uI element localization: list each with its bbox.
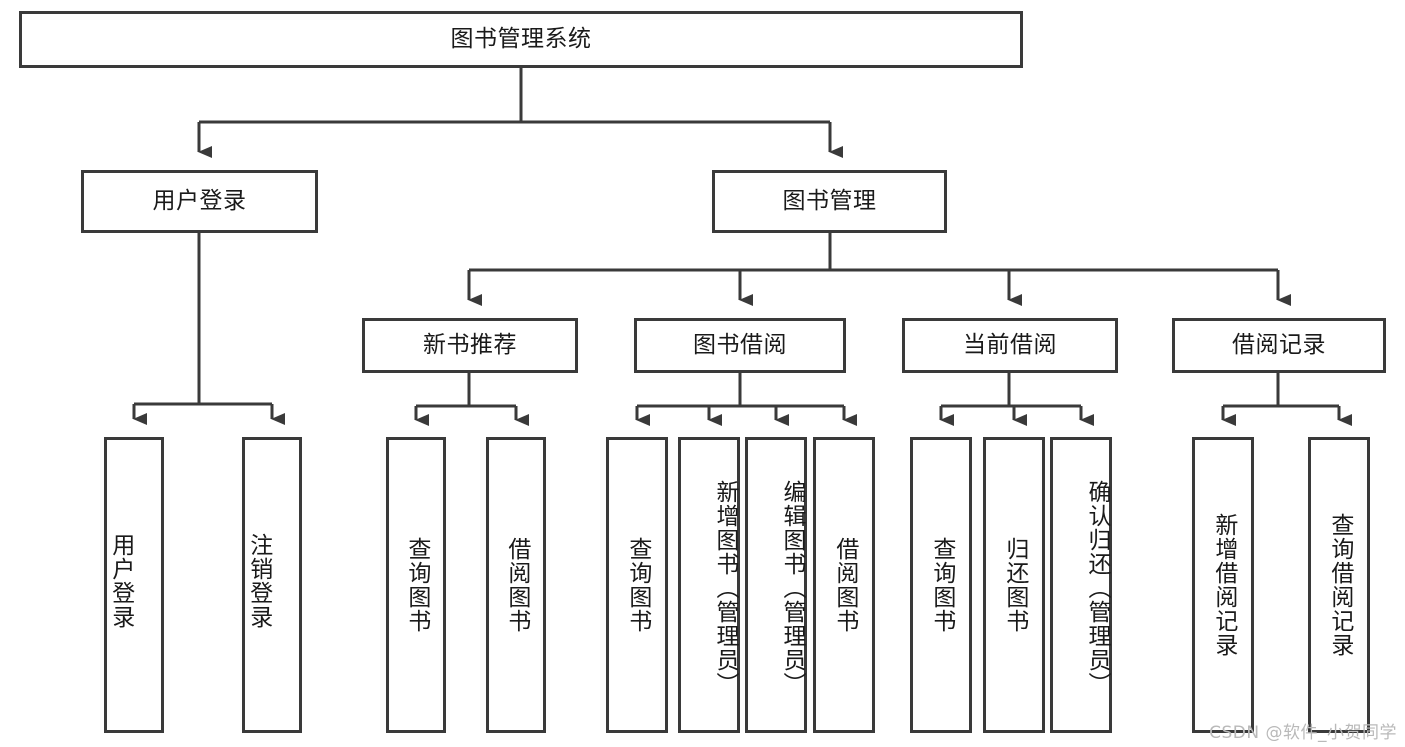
node-leaf-logout-label: 注销登录 (245, 533, 272, 629)
node-borrow-record-label: 借阅记录 (1232, 332, 1326, 358)
node-leaf-query-book-2[interactable]: 查询图书 (606, 437, 668, 733)
node-leaf-confirm-return[interactable]: 确认归还（管理员） (1050, 437, 1112, 733)
node-new-book-recommend-label: 新书推荐 (423, 332, 517, 358)
node-leaf-borrow-book-1[interactable]: 借阅图书 (486, 437, 546, 733)
node-borrow-record[interactable]: 借阅记录 (1172, 318, 1386, 373)
node-leaf-query-book-1[interactable]: 查询图书 (386, 437, 446, 733)
node-user-login-label: 用户登录 (152, 188, 247, 214)
node-leaf-logout[interactable]: 注销登录 (242, 437, 302, 733)
node-leaf-query-book-1-label: 查询图书 (403, 537, 430, 633)
node-book-manage[interactable]: 图书管理 (712, 170, 947, 233)
node-leaf-confirm-return-label: 确认归还（管理员） (1084, 480, 1110, 696)
node-leaf-query-record-label: 查询借阅记录 (1326, 513, 1353, 657)
node-leaf-borrow-book-1-label: 借阅图书 (503, 537, 530, 633)
node-leaf-add-book-label: 新增图书（管理员） (712, 480, 738, 696)
node-leaf-user-login[interactable]: 用户登录 (104, 437, 164, 733)
node-leaf-query-record[interactable]: 查询借阅记录 (1308, 437, 1370, 733)
node-current-borrow[interactable]: 当前借阅 (902, 318, 1118, 373)
node-book-borrow[interactable]: 图书借阅 (634, 318, 846, 373)
csdn-watermark: CSDN @软件_小贺同学 (1209, 723, 1397, 743)
node-leaf-borrow-book-2[interactable]: 借阅图书 (813, 437, 875, 733)
node-root[interactable]: 图书管理系统 (19, 11, 1023, 68)
node-leaf-return-book-label: 归还图书 (1001, 537, 1028, 633)
node-leaf-query-book-3[interactable]: 查询图书 (910, 437, 972, 733)
node-leaf-query-book-2-label: 查询图书 (624, 537, 651, 633)
node-new-book-recommend[interactable]: 新书推荐 (362, 318, 578, 373)
node-leaf-user-login-label: 用户登录 (107, 533, 134, 629)
node-leaf-edit-book-label: 编辑图书（管理员） (779, 480, 805, 696)
node-book-manage-label: 图书管理 (782, 188, 877, 214)
node-book-borrow-label: 图书借阅 (693, 332, 787, 358)
node-leaf-add-record[interactable]: 新增借阅记录 (1192, 437, 1254, 733)
node-user-login[interactable]: 用户登录 (81, 170, 318, 233)
node-leaf-edit-book[interactable]: 编辑图书（管理员） (745, 437, 807, 733)
node-leaf-borrow-book-2-label: 借阅图书 (831, 537, 858, 633)
node-current-borrow-label: 当前借阅 (963, 332, 1057, 358)
node-root-label: 图书管理系统 (450, 26, 592, 52)
node-leaf-add-record-label: 新增借阅记录 (1210, 513, 1237, 657)
node-leaf-query-book-3-label: 查询图书 (928, 537, 955, 633)
node-leaf-add-book[interactable]: 新增图书（管理员） (678, 437, 740, 733)
node-leaf-return-book[interactable]: 归还图书 (983, 437, 1045, 733)
